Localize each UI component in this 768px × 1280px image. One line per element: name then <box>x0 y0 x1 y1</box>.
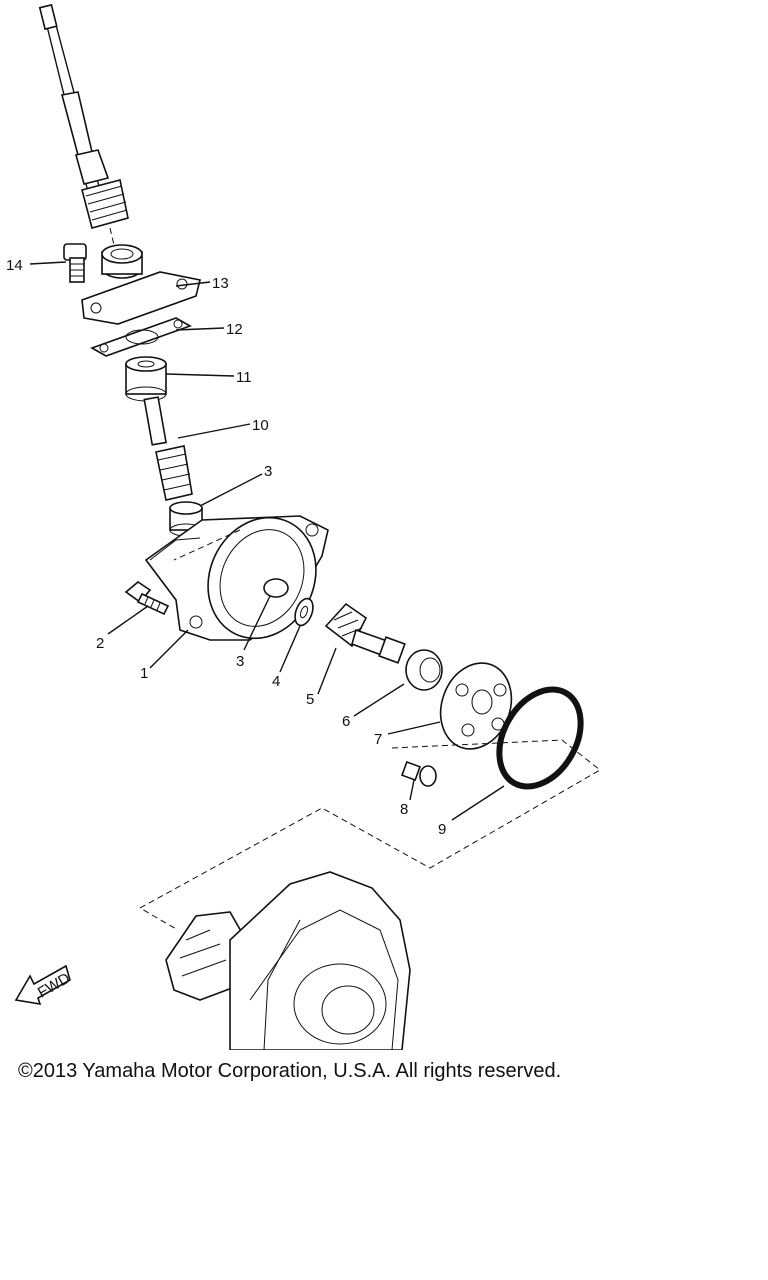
copyright-notice: ©2013 Yamaha Motor Corporation, U.S.A. A… <box>18 1060 562 1082</box>
callout-4: 4 <box>272 673 280 690</box>
callouts: 14 13 12 11 10 3 2 1 3 4 5 6 7 8 9 <box>6 257 446 838</box>
part-1-housing <box>144 515 329 641</box>
callout-2: 2 <box>96 635 104 652</box>
callout-9: 9 <box>438 821 446 838</box>
part-4-washer <box>294 597 314 627</box>
part-7-drive-plate <box>439 662 513 750</box>
callout-1: 1 <box>140 665 148 682</box>
part-14-bolt <box>63 243 87 283</box>
callout-6: 6 <box>342 713 350 730</box>
part-8-screw <box>401 761 437 787</box>
part-9-o-ring <box>496 686 584 790</box>
callout-13: 13 <box>212 275 229 292</box>
callout-11: 11 <box>236 369 252 386</box>
callout-12: 12 <box>226 321 243 338</box>
callout-8: 8 <box>400 801 408 818</box>
transmission-case <box>165 871 411 1050</box>
part-5-drive-gear <box>324 602 406 664</box>
assembly-guide-lines <box>138 529 601 931</box>
callout-3-lower: 3 <box>236 653 244 670</box>
part-10-driven-gear <box>143 396 193 501</box>
part-13-flange <box>81 244 201 325</box>
leader-lines <box>29 261 505 821</box>
part-11-bushing <box>125 356 167 402</box>
exploded-parts-diagram: FWD 14 13 12 11 10 3 2 1 3 4 5 6 7 8 9 <box>6 3 601 1050</box>
callout-5: 5 <box>306 691 314 708</box>
part-6-plate <box>405 649 443 691</box>
part-2-bolt <box>124 581 170 616</box>
fwd-arrow-icon: FWD <box>14 964 73 1006</box>
cable-shaft <box>38 3 129 263</box>
callout-14: 14 <box>6 257 23 274</box>
callout-10: 10 <box>252 417 269 434</box>
callout-7: 7 <box>374 731 382 748</box>
callout-3-upper: 3 <box>264 463 272 480</box>
part-12-gasket <box>90 317 192 357</box>
